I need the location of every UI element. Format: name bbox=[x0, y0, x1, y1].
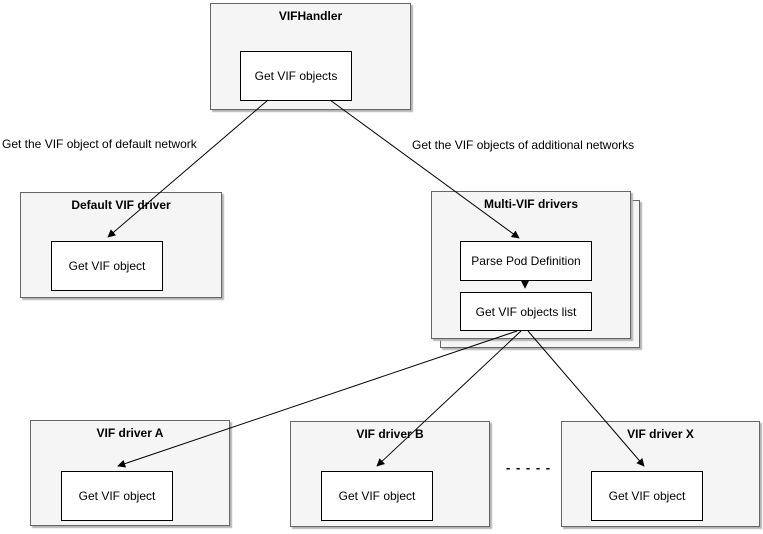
step-get-vif-object-a: Get VIF object bbox=[61, 471, 173, 521]
node-vif-driver-b: VIF driver B Get VIF object bbox=[290, 421, 490, 527]
edge-label-default-network: Get the VIF object of default network bbox=[2, 137, 197, 151]
step-get-vif-objects-list: Get VIF objects list bbox=[460, 292, 592, 331]
node-vif-driver-a-title: VIF driver A bbox=[96, 426, 164, 440]
node-vif-driver-x: VIF driver X Get VIF object bbox=[561, 421, 760, 527]
node-vifhandler-title: VIFHandler bbox=[278, 9, 343, 23]
node-multi-vif-drivers: Multi-VIF drivers Parse Pod Definition G… bbox=[431, 191, 631, 339]
node-default-vif-driver: Default VIF driver Get VIF object bbox=[20, 192, 222, 298]
node-vif-driver-a: VIF driver A Get VIF object bbox=[30, 420, 230, 526]
node-vif-driver-x-title: VIF driver X bbox=[627, 427, 694, 441]
step-get-vif-object-b: Get VIF object bbox=[321, 471, 433, 521]
node-vif-driver-b-title: VIF driver B bbox=[356, 427, 424, 441]
step-parse-pod-definition: Parse Pod Definition bbox=[460, 241, 592, 281]
step-get-vif-object-default: Get VIF object bbox=[51, 241, 163, 291]
node-vifhandler: VIFHandler Get VIF objects bbox=[210, 3, 411, 110]
more-drivers-ellipsis: - - - - - bbox=[506, 460, 552, 475]
node-multi-vif-drivers-title: Multi-VIF drivers bbox=[483, 197, 578, 211]
edge-label-additional-networks: Get the VIF objects of additional networ… bbox=[412, 138, 635, 152]
step-get-vif-object-x: Get VIF object bbox=[591, 471, 703, 521]
step-get-vif-objects: Get VIF objects bbox=[240, 51, 352, 101]
node-default-vif-driver-title: Default VIF driver bbox=[71, 198, 171, 212]
